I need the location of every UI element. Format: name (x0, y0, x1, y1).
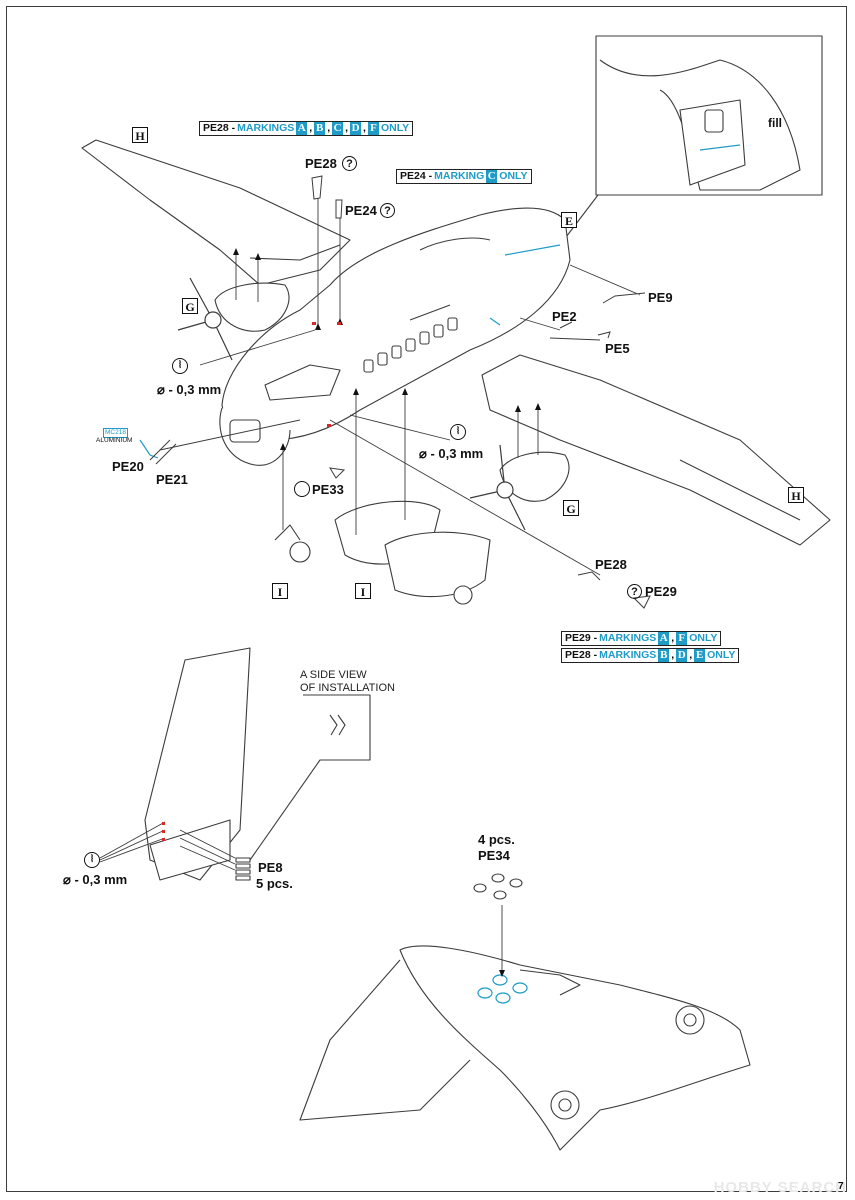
banner-pe29-markings: PE29 - MARKINGS A, F ONLY (561, 631, 722, 646)
right-wing (481, 354, 831, 546)
marking-letter: B (314, 122, 326, 135)
label-pe34: PE34 (478, 848, 510, 863)
material-code: MC218 (103, 428, 128, 438)
label-pe28-b: PE28 (595, 557, 627, 572)
marking-letter: D (350, 122, 362, 135)
banner-text: MARKINGS (599, 649, 657, 661)
material-name: ALUMINIUM (96, 437, 133, 444)
drill-icon: ⦚ (450, 424, 466, 440)
pe28-part (311, 175, 323, 200)
pe9-part (602, 292, 646, 304)
drill-icon: ⦚ (84, 852, 100, 868)
drill-size-2: ⌀ - 0,3 mm (419, 446, 484, 461)
label-pe2: PE2 (552, 309, 577, 324)
subassembly-i-left: I (272, 583, 288, 599)
banner-suffix: ONLY (499, 170, 528, 182)
banner-part: PE29 - (565, 632, 598, 644)
fuselage-underside (399, 945, 751, 1151)
side-view-note-line2: OF INSTALLATION (300, 682, 395, 694)
label-pe5: PE5 (605, 341, 630, 356)
fill-label: fill (768, 116, 782, 130)
pe33-part (329, 467, 346, 479)
banner-pe28-markings: PE28 - MARKINGS A, B, C, D, F ONLY (199, 121, 414, 136)
page-frame (6, 6, 847, 1192)
marking-letter: F (676, 632, 688, 645)
cockpit-glazing (264, 364, 341, 401)
marking-letter: C (332, 122, 344, 135)
right-gear-door (384, 531, 491, 598)
subassembly-g-right: G (563, 500, 579, 516)
page-number: 7 (838, 1181, 844, 1192)
subassembly-g-left: G (182, 298, 198, 314)
pe28-part-b (577, 571, 601, 581)
marking-letter: C (486, 170, 498, 183)
label-pe9: PE9 (648, 290, 673, 305)
underside-left-wing (299, 959, 471, 1121)
label-pe34-qty: 4 pcs. (478, 832, 515, 847)
left-wing (81, 139, 351, 286)
banner-part: PE28 - (203, 122, 236, 134)
banner-suffix: ONLY (689, 632, 718, 644)
banner-part: PE24 - (400, 170, 433, 182)
banner-part: PE28 - (565, 649, 598, 661)
pe29-part (632, 595, 651, 609)
watermark: HOBBY SEARCH (713, 1179, 847, 1196)
label-pe20: PE20 (112, 459, 144, 474)
label-pe33: PE33 (312, 482, 344, 497)
right-engine-nacelle (499, 451, 570, 502)
marking-letter: A (658, 632, 670, 645)
cabin-windows (363, 317, 458, 373)
subassembly-e: E (561, 212, 577, 228)
drill-size-1: ⌀ - 0,3 mm (157, 382, 222, 397)
label-pe29: PE29 (645, 584, 677, 599)
drill-size-3: ⌀ - 0,3 mm (63, 872, 128, 887)
question-icon: ? (342, 156, 357, 171)
pe20-pe21-parts (149, 439, 177, 465)
marking-letter: B (658, 649, 670, 662)
banner-text: MARKING (434, 170, 485, 182)
banner-suffix: ONLY (380, 122, 410, 134)
side-view-callout (249, 694, 371, 861)
pe5-part (597, 331, 611, 339)
question-icon: ? (627, 584, 642, 599)
subassembly-i-center: I (355, 583, 371, 599)
banner-pe24-marking: PE24 - MARKING C ONLY (396, 169, 532, 184)
subassembly-h-right: H (788, 487, 804, 503)
question-icon: ? (380, 203, 395, 218)
label-pe24: PE24 (345, 203, 377, 218)
marking-letter: A (296, 122, 308, 135)
drill-icon: ⦚ (172, 358, 188, 374)
marking-letter: D (676, 649, 688, 662)
side-view-note-line1: A SIDE VIEW (300, 669, 367, 681)
banner-text: MARKINGS (237, 122, 295, 134)
pe24-part (335, 199, 343, 219)
label-pe28: PE28 (305, 156, 337, 171)
label-pe21: PE21 (156, 472, 188, 487)
marking-letter: E (694, 649, 706, 662)
pe2-part (559, 321, 573, 329)
pe8-parts (235, 857, 251, 881)
subassembly-h-left: H (132, 127, 148, 143)
banner-pe28-markings-b: PE28 - MARKINGS B, D, E ONLY (561, 648, 740, 663)
marking-letter: F (367, 122, 379, 135)
banner-suffix: ONLY (707, 649, 736, 661)
left-engine-nacelle (214, 282, 290, 332)
pe34-washers (473, 873, 523, 900)
label-pe8-qty: 5 pcs. (256, 876, 293, 891)
label-pe8: PE8 (258, 860, 283, 875)
banner-text: MARKINGS (599, 632, 657, 644)
punch-icon (294, 481, 310, 497)
